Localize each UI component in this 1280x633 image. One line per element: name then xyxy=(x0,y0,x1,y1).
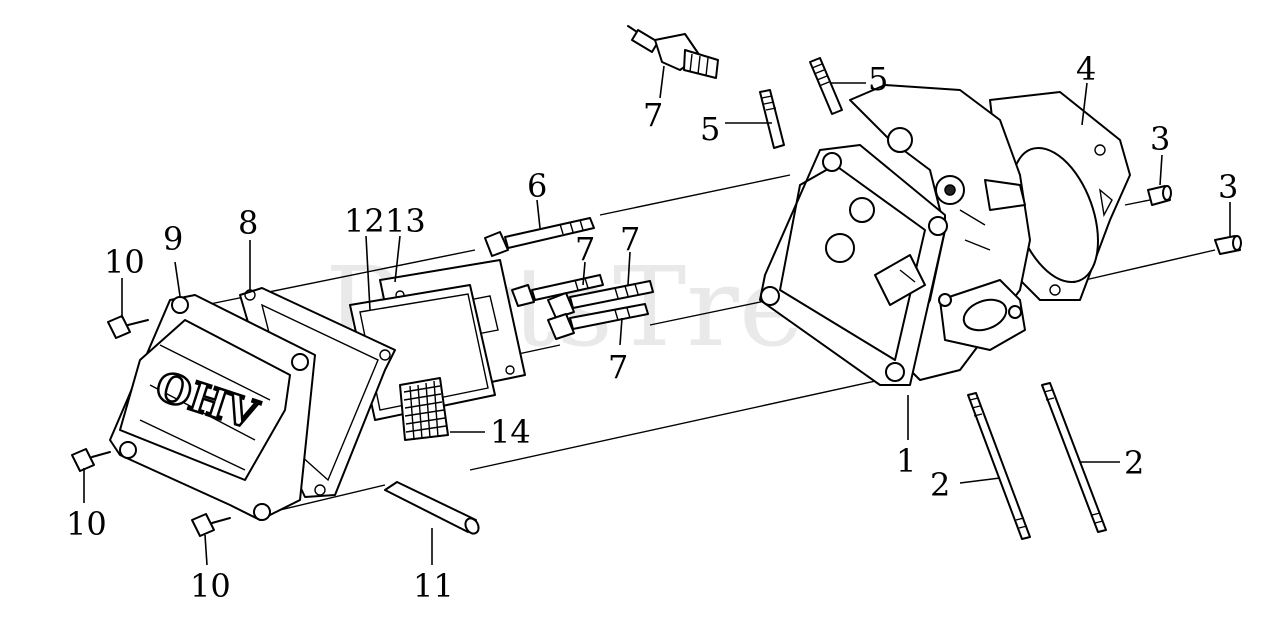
callout-5-upper: 5 xyxy=(868,60,888,98)
leader-lines xyxy=(83,65,1231,566)
callout-3-b: 3 xyxy=(1218,168,1238,206)
callout-5-lower: 5 xyxy=(700,110,720,148)
bolt-upper-left[interactable] xyxy=(511,274,604,307)
callout-10-bottom: 10 xyxy=(190,567,231,605)
cylinder-head[interactable] xyxy=(759,84,1031,386)
callout-13: 13 xyxy=(385,202,426,240)
callout-14: 14 xyxy=(490,413,531,451)
push-rod-b[interactable] xyxy=(1041,382,1107,533)
callout-7-lower: 7 xyxy=(608,348,628,386)
valve-cover[interactable]: OHV xyxy=(109,294,316,521)
callout-10-top: 10 xyxy=(104,243,145,281)
bolt-top[interactable] xyxy=(484,217,595,257)
callout-1: 1 xyxy=(896,442,916,480)
callout-7-middle: 7 xyxy=(620,220,640,258)
spark-plug[interactable] xyxy=(627,25,719,79)
callout-3-a: 3 xyxy=(1150,120,1170,158)
dowel-pin-b[interactable] xyxy=(1214,235,1242,255)
callout-8: 8 xyxy=(238,204,258,242)
dowel-pin-a[interactable] xyxy=(1147,185,1172,206)
bolt-lower[interactable] xyxy=(547,303,649,340)
callout-12: 12 xyxy=(344,202,385,240)
stud-lower[interactable] xyxy=(759,89,785,149)
callout-10-left: 10 xyxy=(66,505,107,543)
breather-tube[interactable] xyxy=(384,481,481,536)
callout-6: 7 xyxy=(643,96,663,134)
callout-2-b: 2 xyxy=(1124,444,1144,482)
callout-labels: 7 5 5 4 3 3 6 7 7 7 1 2 2 14 11 10 10 10… xyxy=(66,50,1238,605)
cover-bolt-bottom[interactable] xyxy=(191,513,231,537)
cover-bolt-left[interactable] xyxy=(71,448,111,472)
callout-11: 11 xyxy=(413,567,454,605)
push-rod-a[interactable] xyxy=(967,392,1031,540)
callout-9: 9 xyxy=(163,220,183,258)
bolt-middle[interactable] xyxy=(547,280,654,319)
cover-bolt-top[interactable] xyxy=(107,315,149,339)
callout-7-upper-left: 7 xyxy=(575,230,595,268)
callout-4: 4 xyxy=(1076,50,1096,88)
callout-2-a: 2 xyxy=(930,466,950,504)
filter-mesh[interactable] xyxy=(399,377,449,441)
stud-upper[interactable] xyxy=(809,57,843,115)
callout-7-top: 6 xyxy=(527,167,547,205)
